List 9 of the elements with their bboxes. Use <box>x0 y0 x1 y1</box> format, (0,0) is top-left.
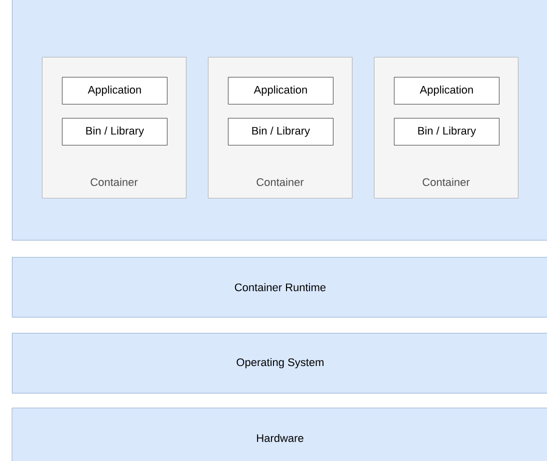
layer-box: Application <box>62 77 168 104</box>
layer-box: Bin / Library <box>62 118 168 146</box>
layer-box: Application <box>228 77 334 104</box>
layer-band: Container Runtime <box>12 257 547 318</box>
layer-box: Application <box>394 77 500 104</box>
layer-box: Bin / Library <box>394 118 500 146</box>
layer-box: Bin / Library <box>228 118 334 146</box>
layer-band: Operating System <box>12 333 547 394</box>
layer-band: Hardware <box>12 408 547 461</box>
